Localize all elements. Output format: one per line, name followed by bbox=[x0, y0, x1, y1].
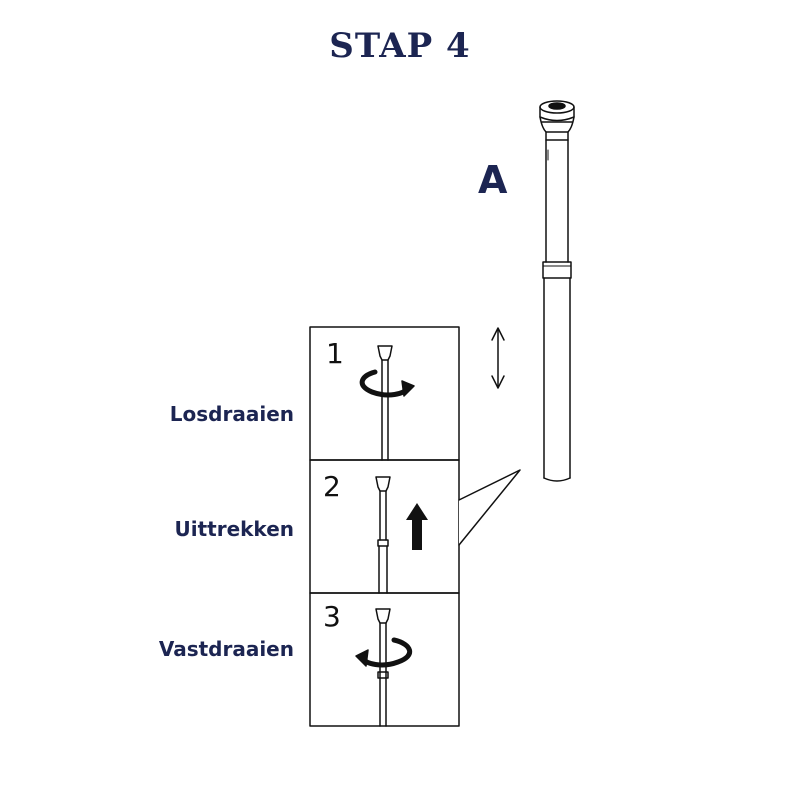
step-1-label: Losdraaien bbox=[169, 402, 294, 426]
extend-double-arrow-icon bbox=[491, 327, 505, 389]
step-1-rotate-arrow-icon bbox=[359, 369, 415, 398]
step-panel-2 bbox=[309, 459, 460, 594]
step-2-label: Uittrekken bbox=[174, 517, 294, 541]
part-label-a: A bbox=[478, 158, 508, 202]
step-1-number: 1 bbox=[326, 337, 344, 370]
page-title: STAP 4 bbox=[329, 26, 471, 66]
step-panel-3 bbox=[309, 592, 460, 727]
step-3-number: 3 bbox=[323, 600, 341, 633]
step-2-arrow-up-icon bbox=[406, 503, 428, 550]
step-1-pole-icon bbox=[377, 345, 393, 461]
telescopic-pole-illustration bbox=[539, 100, 575, 482]
callout-pointer bbox=[458, 469, 521, 546]
step-3-pole-icon bbox=[375, 608, 391, 727]
step-2-pole-icon bbox=[375, 476, 391, 594]
step-3-rotate-arrow-icon bbox=[355, 637, 412, 668]
step-2-number: 2 bbox=[323, 470, 341, 503]
step-3-label: Vastdraaien bbox=[158, 637, 294, 661]
